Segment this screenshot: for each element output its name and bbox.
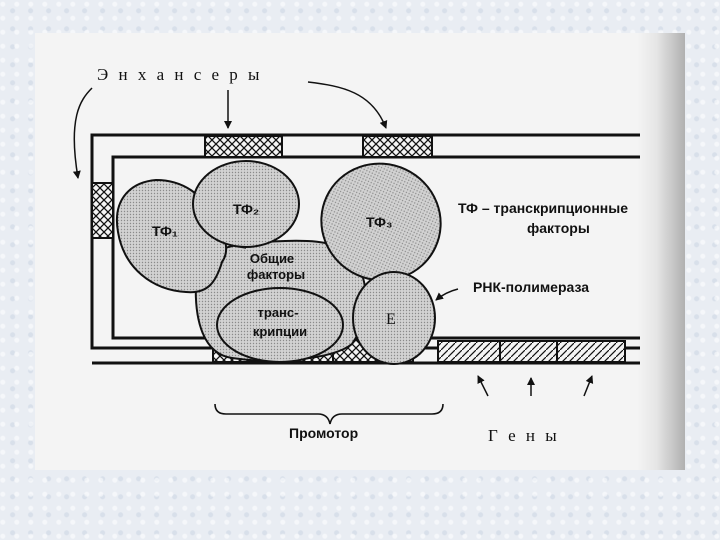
transcription-label-line2: крипции xyxy=(253,324,307,339)
polymerase-label: РНК-полимераза xyxy=(473,279,589,295)
enhancers-label: Э н х а н с е р ы xyxy=(97,65,262,84)
promoter-brace xyxy=(214,403,444,425)
enhancer-segment-2 xyxy=(362,135,433,158)
legend-tf-line2: факторы xyxy=(527,220,590,236)
tf2-blob xyxy=(192,160,300,248)
polymerase-e-blob xyxy=(352,271,436,365)
enhancer-segment-3 xyxy=(91,182,114,239)
tf1-label: ТФ₁ xyxy=(152,223,178,239)
gene-segment-2 xyxy=(499,340,558,363)
tf2-label: ТФ₂ xyxy=(233,201,259,217)
genes-label: Г е н ы xyxy=(488,426,560,445)
legend-tf-line1: ТФ – транскрипционные xyxy=(458,200,628,216)
transcription-label-line1: транс- xyxy=(258,305,299,320)
promoter-label: Промотор xyxy=(289,425,358,441)
gene-segment-3 xyxy=(556,340,626,363)
general-factors-label-line1: Общие xyxy=(250,251,294,266)
transcription-factors-blob xyxy=(216,287,344,363)
general-factors-label-line2: факторы xyxy=(247,267,305,282)
gene-segment-1 xyxy=(437,340,501,363)
polymerase-letter: Е xyxy=(386,311,396,328)
enhancer-segment-1 xyxy=(204,135,283,158)
arrows xyxy=(72,81,594,397)
tf3-blob xyxy=(320,162,442,282)
page-shadow xyxy=(637,33,685,470)
tf3-label: ТФ₃ xyxy=(366,214,392,230)
